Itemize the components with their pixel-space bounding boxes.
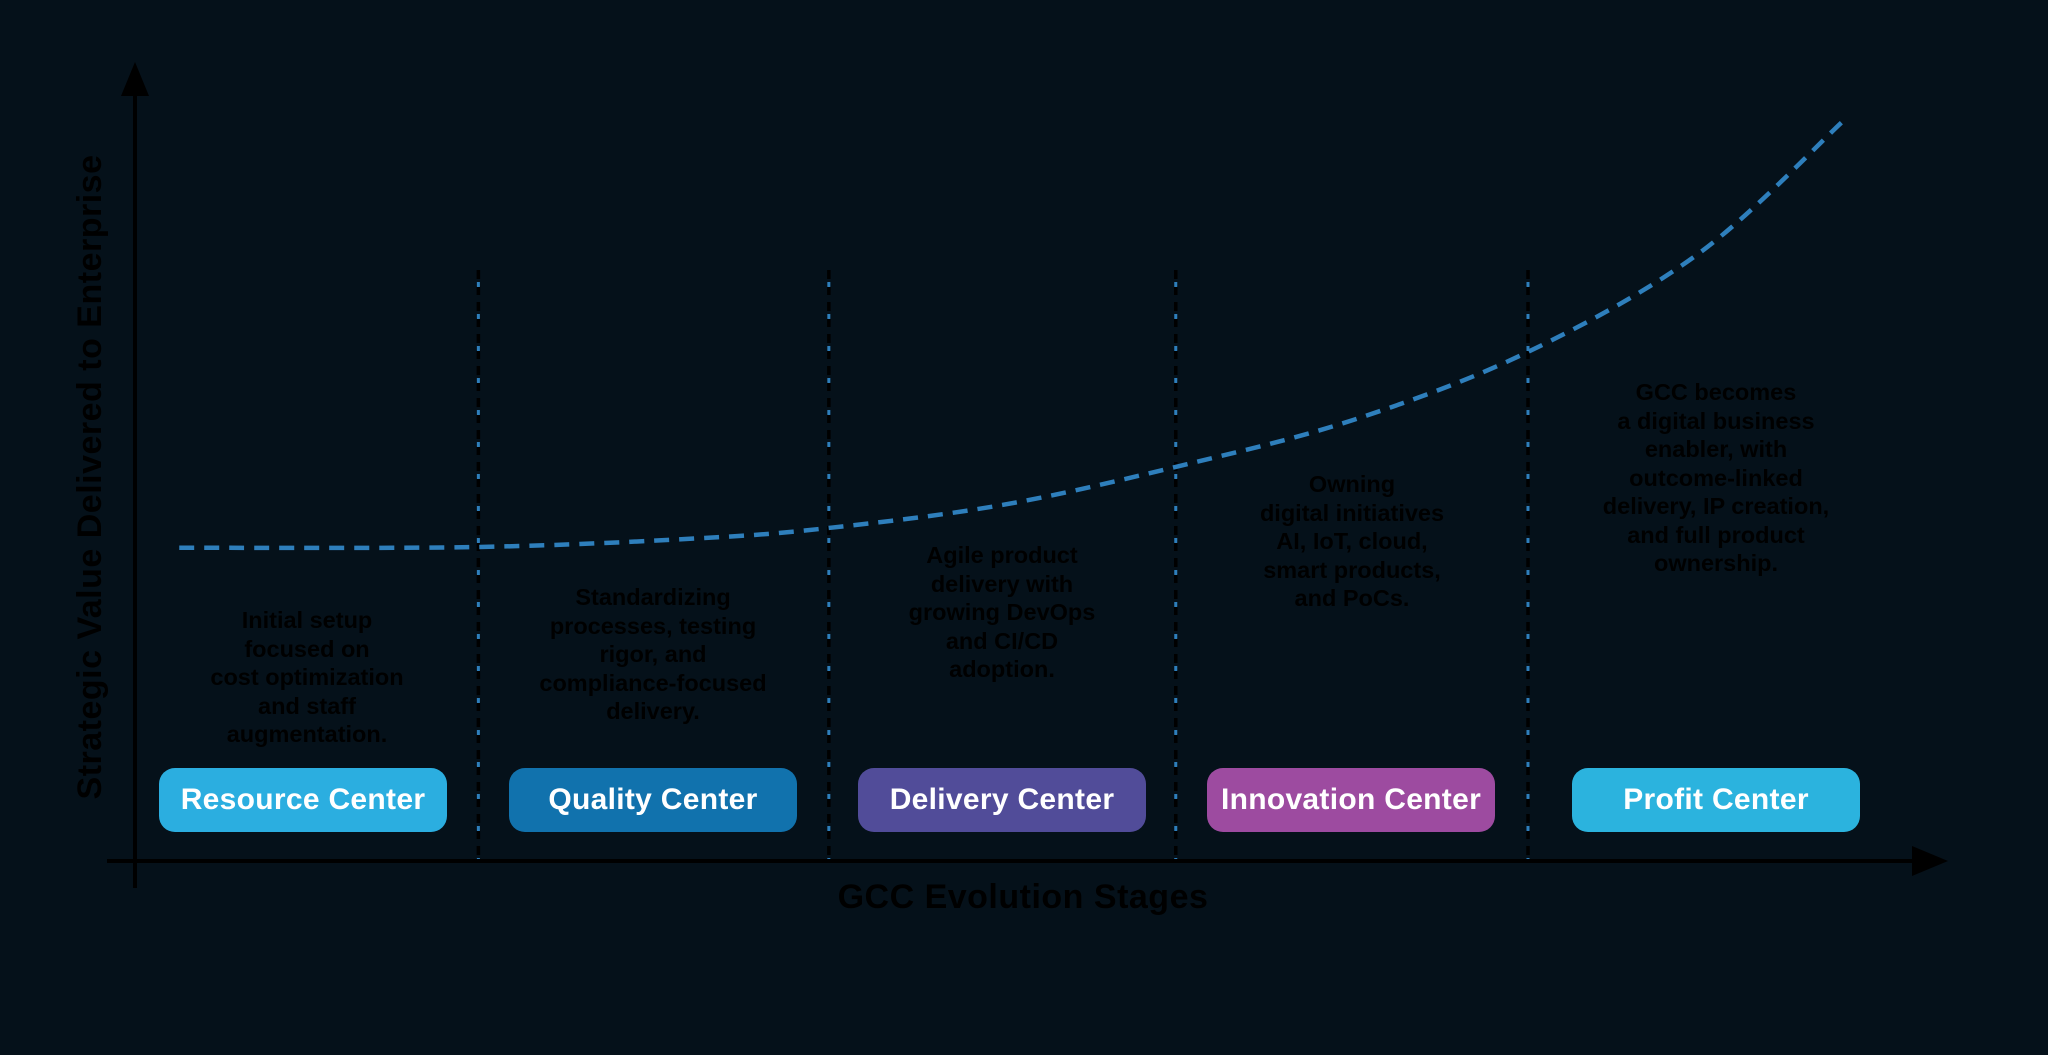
- stage-description-quality-center: Standardizing processes, testing rigor, …: [539, 584, 767, 724]
- stage-description-innovation-center: Owning digital initiatives AI, IoT, clou…: [1259, 471, 1445, 611]
- stage-description-resource-center: Initial setup focused on cost optimizati…: [210, 607, 404, 747]
- y-axis-arrowhead-icon: [121, 62, 149, 96]
- strategic-value-curve: [179, 119, 1845, 551]
- stage-pill-resource-center: Resource Center: [159, 768, 447, 832]
- stage-description-profit-center: GCC becomes a digital business enabler, …: [1602, 379, 1830, 576]
- x-axis-arrowhead-icon: [1912, 846, 1948, 876]
- stage-description-delivery-center: Agile product delivery with growing DevO…: [908, 542, 1096, 682]
- y-axis-label: Strategic Value Delivered to Enterprise: [71, 154, 109, 800]
- stage-pill-profit-center: Profit Center: [1572, 768, 1860, 832]
- stage-pill-innovation-center: Innovation Center: [1207, 768, 1495, 832]
- stage-pill-quality-center: Quality Center: [509, 768, 797, 832]
- x-axis-label: GCC Evolution Stages: [837, 878, 1209, 916]
- stage-pill-delivery-center: Delivery Center: [858, 768, 1146, 832]
- stage-dividers: [476, 270, 1530, 859]
